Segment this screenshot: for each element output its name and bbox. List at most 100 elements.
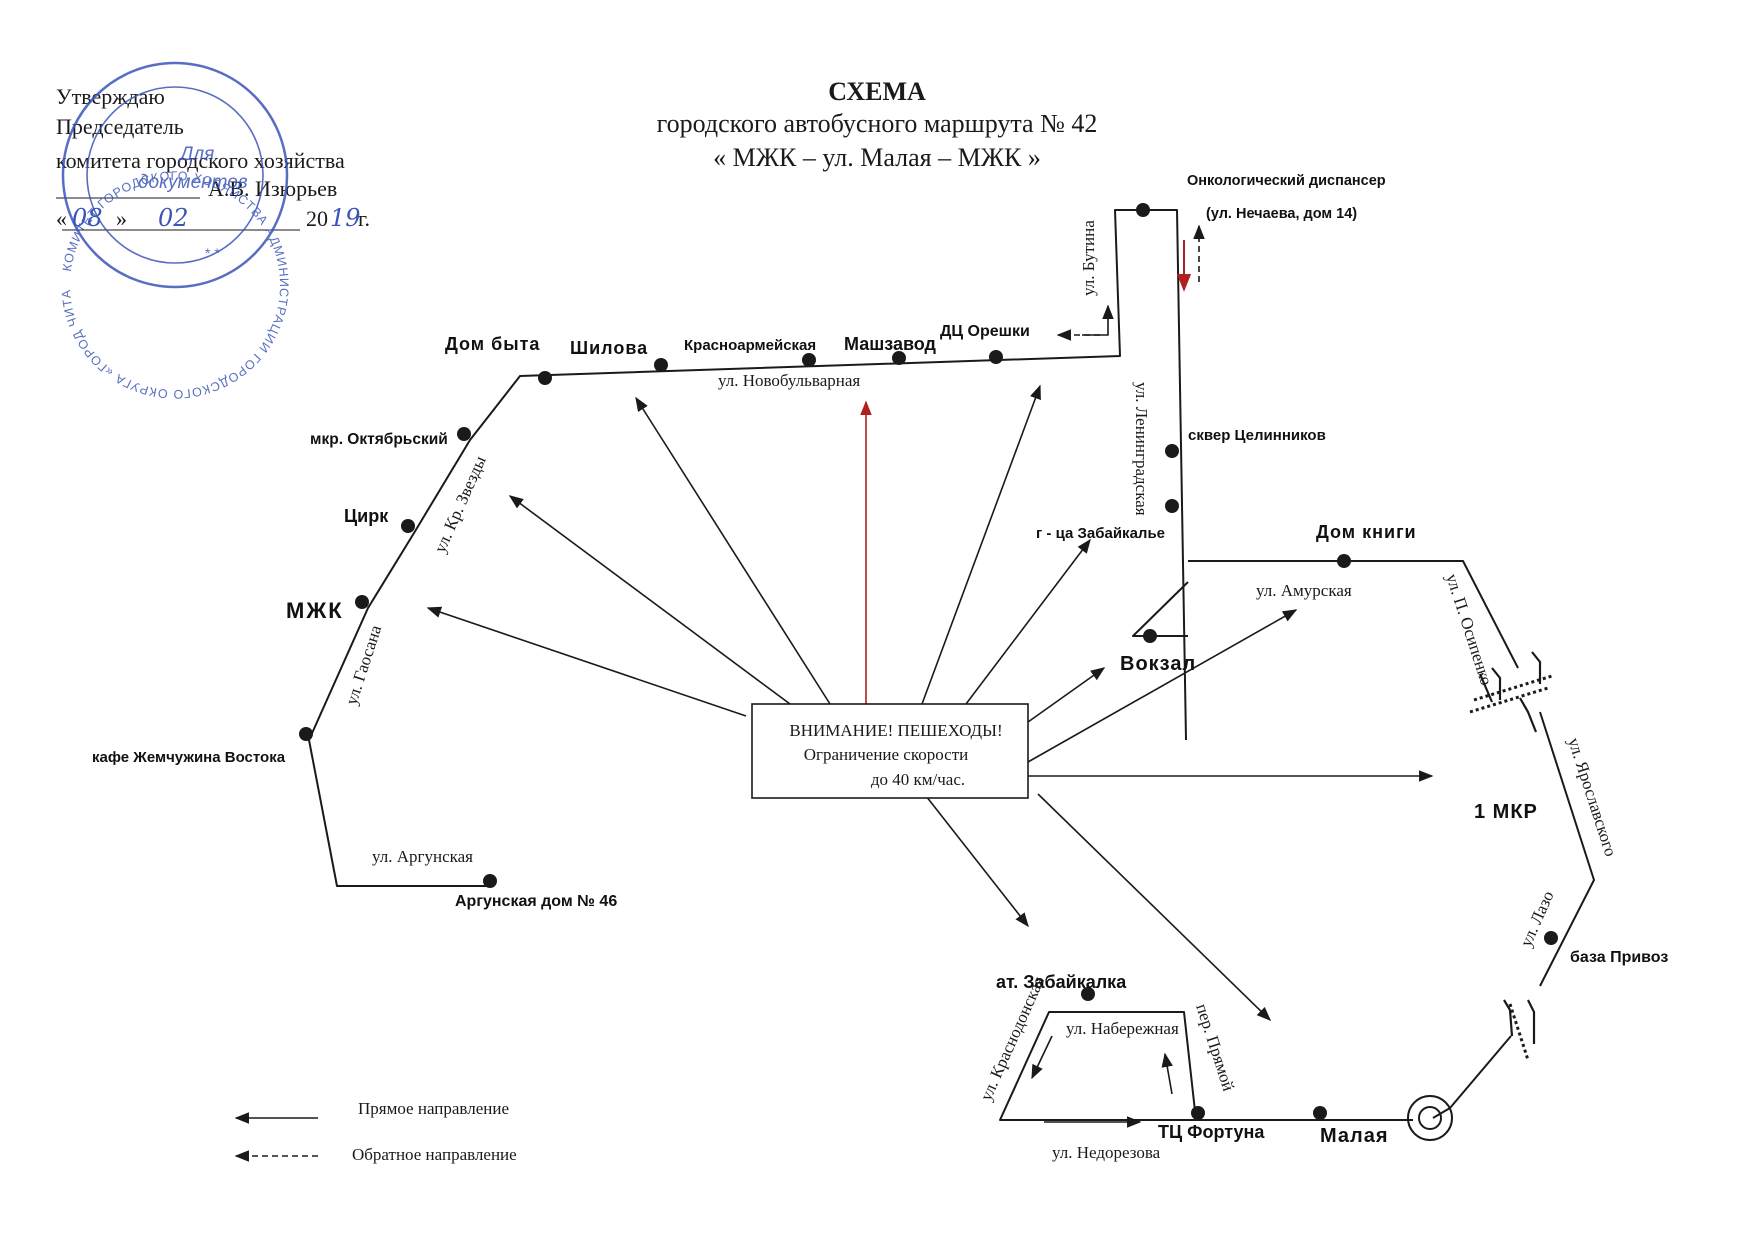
stop-dot-mkr-okt[interactable]	[457, 427, 471, 441]
legend-backward-label: Обратное направление	[352, 1145, 517, 1164]
stamp-center-2: документов	[138, 172, 248, 193]
stop-dot-onco[interactable]	[1136, 203, 1150, 217]
stamp-star: * *	[205, 245, 220, 261]
legend: Прямое направление Обратное направление	[234, 1099, 517, 1164]
stop-label-cirk: Цирк	[344, 506, 389, 526]
scheme-title: СХЕМА городского автобусного маршрута № …	[657, 77, 1098, 172]
rail-crossing-south	[1503, 999, 1536, 1061]
stop-dot-shilova[interactable]	[654, 358, 668, 372]
stop-label-malaya: Малая	[1320, 1125, 1389, 1147]
stamp-ring-text: КОМИТЕТ ГОРОДСКОГО ХОЗЯЙСТВА АДМИНИСТРАЦ…	[0, 0, 291, 401]
street-pryamoy: пер. Прямой	[1192, 1001, 1238, 1093]
warn-arrow-2	[508, 495, 791, 705]
stop-dot-dom-knigi[interactable]	[1337, 554, 1351, 568]
stamp-inner-ring	[86, 86, 264, 264]
roundabout-inner	[1418, 1106, 1442, 1130]
stop-label-1mkr: 1 МКР	[1474, 801, 1538, 823]
warn-arrow-10	[1037, 793, 1272, 1022]
street-ostrenko: ул. П. Осипенко	[1442, 571, 1496, 687]
warning-box	[751, 703, 1029, 799]
street-kr-zvezdy: ул. Кр. Звезды	[430, 453, 490, 556]
stop-label-gca: г - ца Забайкалье	[1036, 525, 1165, 542]
stop-labels: Онкологический диспансер (ул. Нечаева, д…	[92, 173, 1668, 1147]
street-argunskaya: ул. Аргунская	[372, 847, 473, 866]
street-amurskaya: ул. Амурская	[1256, 581, 1352, 600]
official-stamp: КОМИТЕТ ГОРОДСКОГО ХОЗЯЙСТВА АДМИНИСТРАЦ…	[0, 0, 291, 401]
stop-dot-at-zab[interactable]	[1081, 987, 1095, 1001]
stop-dot-malaya[interactable]	[1313, 1106, 1327, 1120]
stop-label-baza: база Привоз	[1570, 949, 1668, 966]
stop-label-tc-fortuna: ТЦ Фортуна	[1158, 1122, 1265, 1142]
stop-dot-baza[interactable]	[1544, 931, 1558, 945]
stop-dot-cirk[interactable]	[401, 519, 415, 533]
street-gaosana: ул. Гаосана	[342, 622, 386, 707]
stop-dot-argunskaya46[interactable]	[483, 874, 497, 888]
street-nedorez: ул. Недорезова	[1052, 1143, 1161, 1162]
street-butina: ул. Бутина	[1079, 220, 1098, 296]
title-line-1: СХЕМА	[828, 77, 926, 106]
date-year-prefix: 20	[306, 206, 328, 231]
warn-arrow-11	[925, 795, 1029, 928]
stop-dot-dc-oreshki[interactable]	[989, 350, 1003, 364]
stop-label-mzhk: МЖК	[286, 598, 344, 623]
warn-arrow-7	[1027, 667, 1106, 723]
date-year-hand: 19	[330, 204, 361, 232]
stop-label-shilova: Шилова	[570, 338, 648, 358]
stop-label-dc-oreshki: ДЦ Орешки	[940, 323, 1030, 340]
stop-dot-mashzavod[interactable]	[892, 351, 906, 365]
stamp-center-1: Для	[178, 144, 214, 165]
pedestrian-warning: ВНИМАНИЕ! ПЕШЕХОДЫ! Ограничение скорости…	[426, 384, 1434, 1022]
stop-dot-dom-byta[interactable]	[538, 371, 552, 385]
route-yaroslav	[1539, 711, 1595, 987]
stop-dot-gca[interactable]	[1165, 499, 1179, 513]
approval-line-1: Утверждаю	[56, 84, 165, 109]
route-amurskaya	[1188, 560, 1519, 669]
title-line-2: городского автобусного маршрута № 42	[657, 109, 1098, 138]
approval-block: Утверждаю Председатель комитета городско…	[56, 84, 370, 232]
stop-label-dom-knigi: Дом книги	[1316, 522, 1417, 542]
street-naberezh: ул. Набережная	[1066, 1019, 1179, 1038]
warn-arrow-5	[921, 384, 1041, 705]
stop-label-mkr-okt: мкр. Октябрьский	[310, 431, 448, 448]
warning-line-1: ВНИМАНИЕ! ПЕШЕХОДЫ!	[789, 721, 1002, 740]
direction-arrows-zabaikalka	[1031, 1035, 1173, 1128]
warn-arrow-8	[1027, 609, 1298, 763]
date-mid-quote: »	[116, 206, 127, 231]
stop-dot-vokzal[interactable]	[1143, 629, 1157, 643]
stop-label-dom-byta: Дом быта	[445, 334, 540, 354]
stop-label-kafe: кафе Жемчужина Востока	[92, 749, 286, 766]
forward-arrow-bend	[1082, 304, 1114, 336]
title-line-3: « МЖК – ул. Малая – МЖК »	[713, 143, 1041, 172]
route-vokzal-triangle	[1132, 581, 1189, 637]
stop-label-vokzal: Вокзал	[1120, 653, 1196, 675]
stop-dot-mzhk[interactable]	[355, 595, 369, 609]
approval-line-3: комитета городского хозяйства	[56, 148, 345, 173]
legend-forward-label: Прямое направление	[358, 1099, 509, 1118]
route-main-west	[308, 209, 1187, 887]
rail-crossing-north	[1469, 651, 1553, 733]
street-novobul: ул. Новобульварная	[718, 371, 860, 390]
stop-dot-skver[interactable]	[1165, 444, 1179, 458]
stop-dot-kafe[interactable]	[299, 727, 313, 741]
stop-label-krasnoarm: Красноармейская	[684, 337, 816, 354]
stop-label-at-zab: ат. Забайкалка	[996, 972, 1127, 992]
warn-arrow-6	[965, 538, 1091, 705]
stop-dot-krasnoarm[interactable]	[802, 353, 816, 367]
warn-arrow-3	[635, 396, 831, 705]
street-yaroslav: ул. Ярославского	[1564, 735, 1620, 858]
warning-line-2: Ограничение скорости	[804, 745, 969, 764]
stop-label-argunskaya46: Аргунская дом № 46	[455, 893, 617, 910]
route-south-end	[1432, 1035, 1512, 1119]
date-open-quote: «	[56, 206, 67, 231]
date-month: 02	[158, 204, 189, 232]
stop-label-onco-2: (ул. Нечаева, дом 14)	[1206, 206, 1357, 222]
roundabout-outer	[1407, 1095, 1453, 1141]
stop-label-skver: сквер Целинников	[1188, 427, 1326, 444]
approval-signer: А.В. Изюрьев	[208, 176, 337, 201]
stop-label-onco-1: Онкологический диспансер	[1187, 173, 1386, 189]
warning-line-3: до 40 км/час.	[871, 770, 965, 789]
stop-dot-tc-fortuna[interactable]	[1191, 1106, 1205, 1120]
direction-arrows-oncology	[1056, 224, 1205, 341]
warn-arrow-1	[426, 606, 747, 717]
